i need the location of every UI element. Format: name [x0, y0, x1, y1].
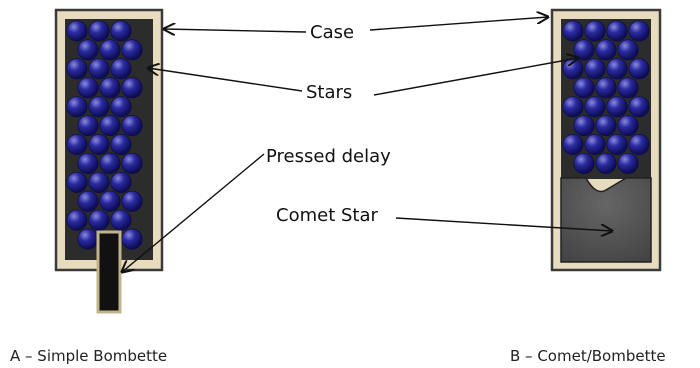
star-pellet: [110, 58, 132, 80]
pressed-delay: [96, 230, 122, 314]
leader-lines: [122, 17, 612, 272]
star-pellet: [121, 190, 143, 212]
star-pellet: [99, 39, 121, 61]
star-pellet: [77, 152, 99, 174]
star-pellet: [66, 58, 88, 80]
star-pellet: [66, 171, 88, 193]
comet-star-arrow: [395, 217, 612, 231]
star-pellet: [573, 39, 595, 61]
star-pellet: [110, 96, 132, 118]
star-pellet: [595, 115, 617, 137]
pressed-delay-arrow: [122, 153, 265, 272]
star-pellet: [573, 115, 595, 137]
star-pellet: [110, 171, 132, 193]
star-pellet: [77, 115, 99, 137]
star-pellet: [617, 77, 639, 99]
star-pellet: [617, 152, 639, 174]
star-pellet: [628, 58, 650, 80]
star-pellet: [595, 152, 617, 174]
star-pellet: [110, 134, 132, 156]
star-pellet: [66, 20, 88, 42]
star-pellet: [77, 39, 99, 61]
stars-arrow-b: [373, 58, 578, 96]
star-pellet: [66, 134, 88, 156]
star-pellet: [88, 171, 110, 193]
case-label: Case: [310, 22, 354, 43]
stars-arrow-a: [148, 68, 303, 92]
star-pellet: [66, 209, 88, 231]
star-pellet: [99, 190, 121, 212]
case-arrow-a: [164, 29, 307, 32]
star-pellet: [88, 20, 110, 42]
star-pellet: [121, 115, 143, 137]
star-pellet: [99, 115, 121, 137]
case-arrow-b: [369, 17, 548, 31]
star-pellet: [606, 96, 628, 118]
shell-a-stars: [66, 20, 143, 250]
caption-b: B – Comet/Bombette: [510, 347, 666, 365]
star-pellet: [617, 115, 639, 137]
star-pellet: [110, 20, 132, 42]
star-pellet: [562, 58, 584, 80]
star-pellet: [606, 58, 628, 80]
star-pellet: [595, 39, 617, 61]
star-pellet: [121, 39, 143, 61]
star-pellet: [595, 77, 617, 99]
star-pellet: [99, 77, 121, 99]
star-pellet: [77, 77, 99, 99]
star-pellet: [121, 228, 143, 250]
star-pellet: [88, 209, 110, 231]
star-pellet: [584, 20, 606, 42]
star-pellet: [66, 96, 88, 118]
shell-b-stars: [562, 20, 650, 174]
star-pellet: [584, 134, 606, 156]
pressed-delay-label: Pressed delay: [266, 146, 391, 167]
star-pellet: [573, 152, 595, 174]
star-pellet: [628, 20, 650, 42]
star-pellet: [88, 134, 110, 156]
star-pellet: [121, 152, 143, 174]
caption-a: A – Simple Bombette: [10, 347, 167, 365]
star-pellet: [628, 96, 650, 118]
star-pellet: [77, 190, 99, 212]
star-pellet: [77, 228, 99, 250]
stars-label: Stars: [306, 82, 352, 103]
star-pellet: [562, 20, 584, 42]
star-pellet: [584, 96, 606, 118]
star-pellet: [110, 209, 132, 231]
star-pellet: [606, 20, 628, 42]
star-pellet: [562, 96, 584, 118]
star-pellet: [617, 39, 639, 61]
comet-star-label: Comet Star: [276, 205, 378, 226]
star-pellet: [121, 77, 143, 99]
star-pellet: [562, 134, 584, 156]
star-pellet: [573, 77, 595, 99]
star-pellet: [628, 134, 650, 156]
comet-star: [560, 177, 652, 263]
star-pellet: [99, 152, 121, 174]
star-pellet: [88, 96, 110, 118]
star-pellet: [606, 134, 628, 156]
shell-a: [54, 8, 164, 314]
star-pellet: [88, 58, 110, 80]
star-pellet: [584, 58, 606, 80]
